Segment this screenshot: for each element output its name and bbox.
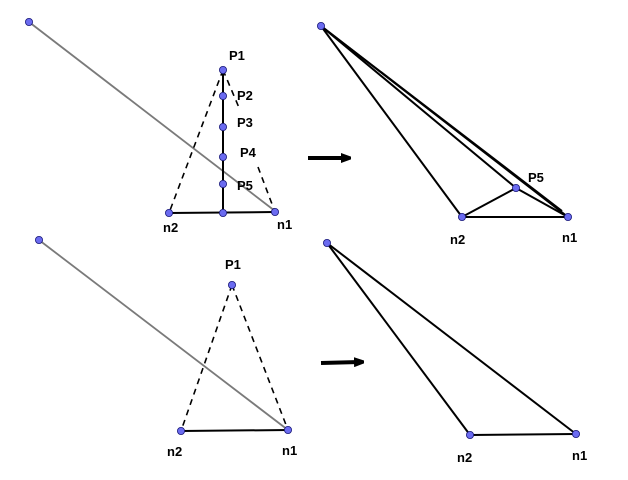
label-p2: P2 [237, 88, 253, 103]
dashed-edge-p1-n2 [168, 69, 224, 214]
label-p5: P5 [528, 170, 544, 185]
reference-line [28, 21, 276, 212]
right-arrow-icon [320, 362, 360, 363]
label-n2: n2 [167, 444, 182, 459]
point-reference-start [35, 235, 44, 244]
point-n2 [164, 208, 173, 217]
edge-apex-n2 [326, 242, 471, 436]
point-mid-base [218, 208, 227, 217]
point-n1 [572, 429, 581, 438]
panel-bottom-right: n2 n1 [322, 238, 587, 465]
point-n2 [457, 212, 466, 221]
dashed-edge-p1-n1 [222, 69, 241, 111]
edge-apex-n1-inner [320, 25, 563, 212]
point-p5 [218, 179, 227, 188]
edge-apex-n1 [326, 242, 577, 435]
label-n1: n1 [282, 443, 297, 458]
label-p1: P1 [225, 257, 241, 272]
point-p4 [218, 152, 227, 161]
point-reference-start [24, 17, 33, 26]
dashed-edge-p1-n1 [231, 284, 289, 431]
point-apex [316, 21, 325, 30]
point-n1 [564, 212, 573, 221]
dashed-edge-p1-n2 [180, 284, 233, 432]
label-n2: n2 [163, 220, 178, 235]
label-n1: n1 [277, 217, 292, 232]
point-p1 [218, 66, 227, 75]
label-p5: P5 [237, 178, 253, 193]
point-n1 [283, 425, 292, 434]
label-p4: P4 [240, 145, 257, 160]
point-p1 [227, 280, 236, 289]
edge-apex-p5 [320, 25, 517, 189]
dashed-edge-p4-n1 [257, 166, 276, 213]
point-n2 [465, 430, 474, 439]
point-p2 [218, 92, 227, 101]
label-n1: n1 [572, 448, 587, 463]
edge-n2-n1 [469, 433, 577, 436]
label-p1: P1 [229, 48, 245, 63]
base-edge [180, 429, 289, 432]
reference-line [38, 239, 289, 431]
edge-n2-p5 [461, 187, 517, 218]
edge-apex-n2 [320, 25, 463, 218]
point-n2 [176, 426, 185, 435]
label-n1: n1 [562, 230, 577, 245]
label-n2: n2 [450, 232, 465, 247]
point-p5 [512, 183, 521, 192]
point-p3 [218, 123, 227, 132]
label-p3: P3 [237, 115, 253, 130]
point-apex [322, 238, 331, 247]
panel-top-right: P5 n2 n1 [316, 21, 577, 247]
edge-p5-n1 [515, 187, 569, 218]
label-n2: n2 [457, 450, 472, 465]
point-n1 [270, 207, 279, 216]
panel-bottom-left: P1 n2 n1 [35, 235, 297, 459]
panel-top-left: P1 P2 P3 P4 P5 n2 n1 [24, 17, 292, 235]
